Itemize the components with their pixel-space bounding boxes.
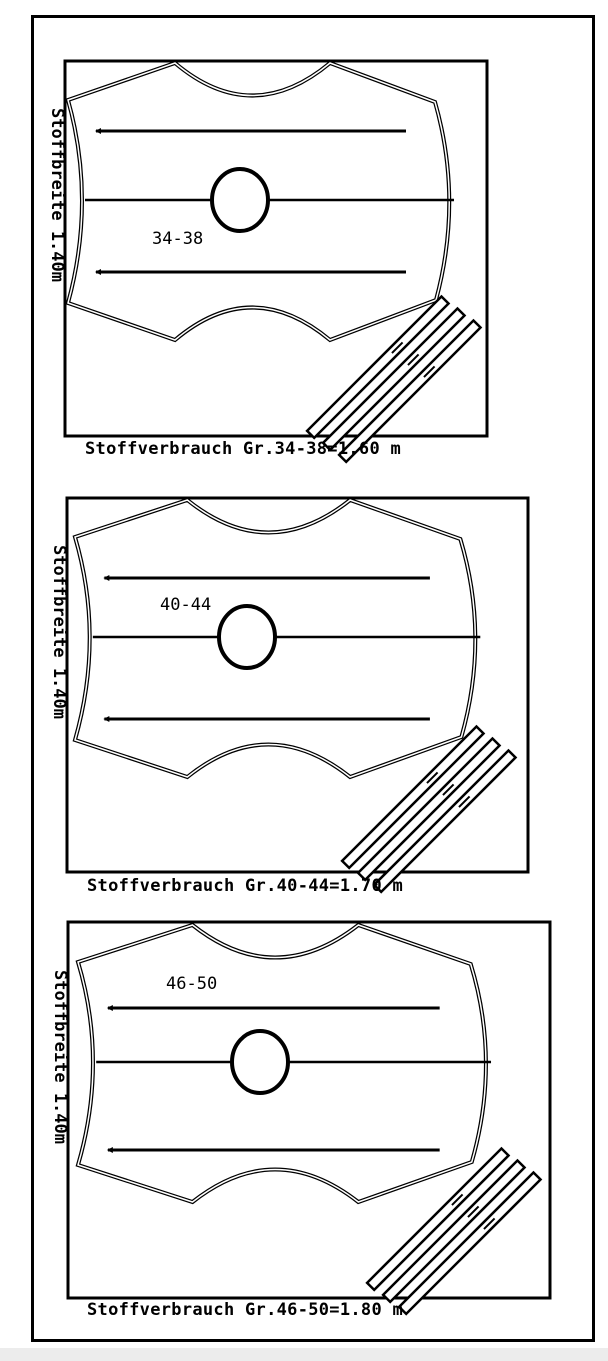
strip-grain-mark: [458, 795, 471, 808]
strip-grain-mark: [467, 1205, 480, 1218]
strip-grain-mark: [451, 1193, 464, 1206]
fabric-outline: [66, 920, 552, 1300]
outer-frame: [31, 15, 595, 1342]
arrowhead-icon: [95, 128, 101, 134]
strip-grain-mark: [423, 365, 436, 378]
panel-1: [63, 59, 489, 464]
binding-strip-rect: [340, 724, 486, 870]
fabric-width-label-3: Stoffbreite 1.40m: [50, 970, 70, 1144]
arrowhead-icon: [106, 1005, 113, 1011]
seam-allowance-line: [74, 499, 477, 778]
binding-strip: [372, 748, 518, 894]
binding-strip-rect: [397, 1170, 543, 1316]
size-label-2: 40-44: [160, 595, 212, 615]
size-label-1: 34-38: [152, 229, 204, 249]
neck-opening: [230, 1029, 290, 1095]
strip-grain-mark: [407, 353, 420, 366]
binding-strip: [381, 1158, 527, 1304]
binding-strip: [305, 294, 451, 440]
strip-grain-mark: [391, 341, 404, 354]
size-label-3: 46-50: [166, 974, 218, 994]
neck-opening: [210, 167, 270, 233]
binding-strip-rect: [365, 1146, 511, 1292]
strip-grain-mark: [483, 1217, 496, 1230]
binding-strip-rect: [305, 294, 451, 440]
binding-strip-rect: [381, 1158, 527, 1304]
consumption-label-3: Stoffverbrauch Gr.46-50=1.80 m: [87, 1300, 404, 1320]
fabric-outline: [65, 496, 530, 874]
binding-strip: [337, 318, 483, 464]
fabric-width-label-2: Stoffbreite 1.40m: [49, 545, 69, 719]
binding-strip: [340, 724, 486, 870]
strip-grain-mark: [426, 771, 439, 784]
binding-strip-rect: [356, 736, 502, 882]
consumption-label-2: Stoffverbrauch Gr.40-44=1.70 m: [87, 876, 404, 896]
panel-3: [66, 920, 552, 1316]
binding-strip: [365, 1146, 511, 1292]
seam-allowance-line: [67, 62, 450, 341]
fabric-outline: [63, 59, 489, 438]
arrowhead-icon: [106, 1147, 113, 1153]
binding-strip-rect: [372, 748, 518, 894]
arrowhead-icon: [95, 269, 101, 275]
arrowhead-icon: [103, 716, 110, 722]
binding-strip-rect: [321, 306, 467, 452]
binding-strip-rect: [337, 318, 483, 464]
arrowhead-icon: [103, 575, 110, 581]
binding-strip: [397, 1170, 543, 1316]
bottom-strip: [0, 1348, 608, 1361]
fabric-width-label-1: Stoffbreite 1.40m: [47, 108, 67, 282]
binding-strip: [321, 306, 467, 452]
consumption-label-1: Stoffverbrauch Gr.34-38=1.60 m: [85, 439, 402, 459]
strip-grain-mark: [442, 783, 455, 796]
binding-strip: [356, 736, 502, 882]
neck-opening: [217, 604, 277, 670]
seam-allowance-line: [77, 924, 487, 1203]
panel-2: [65, 496, 530, 894]
